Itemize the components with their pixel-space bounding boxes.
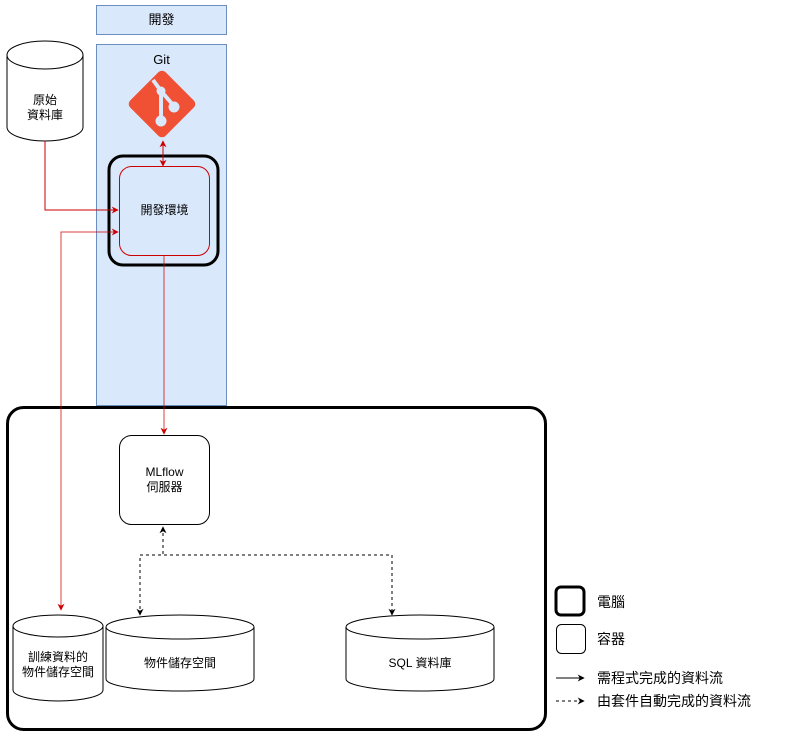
dev-env-label: 開發環境 [140,203,189,217]
git-logo-icon [128,70,196,138]
flow-rawdb-devenv [44,141,119,214]
legend-container-label: 容器 [597,631,625,647]
training-store-cylinder [12,614,104,702]
mlflow-server-box [119,435,210,525]
legend-computer-swatch [554,585,586,617]
server-computer-box [6,406,547,731]
legend-computer-label: 電腦 [597,594,625,610]
flow-mlflow-sqldb [140,554,396,616]
legend-manual-label: 需程式完成的資料流 [597,670,723,686]
training-store-label-line1: 訓練資料的 [27,650,88,664]
object-store-label: 物件儲存空間 [143,656,216,670]
flow-mlflow-objectstore [136,526,167,616]
training-store-label-line2: 物件儲存空間 [21,665,94,679]
sql-db-label: SQL 資料庫 [388,656,452,670]
mlflow-label-line2: 伺服器 [146,480,183,494]
mlflow-label-line1: MLflow [145,465,184,479]
dev-title-label: 開發 [148,12,175,27]
object-store-cylinder [105,614,255,692]
dev-title-box [96,5,227,35]
sql-db-cylinder [345,614,495,692]
raw-db-label-line2: 資料庫 [26,108,63,122]
raw-database-cylinder [6,40,84,142]
flow-training-devenv [57,228,119,611]
legend-container-swatch [556,624,586,654]
raw-db-label-line1: 原始 [32,93,57,107]
git-label: Git [153,52,170,67]
legend-auto-label: 由套件自動完成的資料流 [597,693,751,709]
